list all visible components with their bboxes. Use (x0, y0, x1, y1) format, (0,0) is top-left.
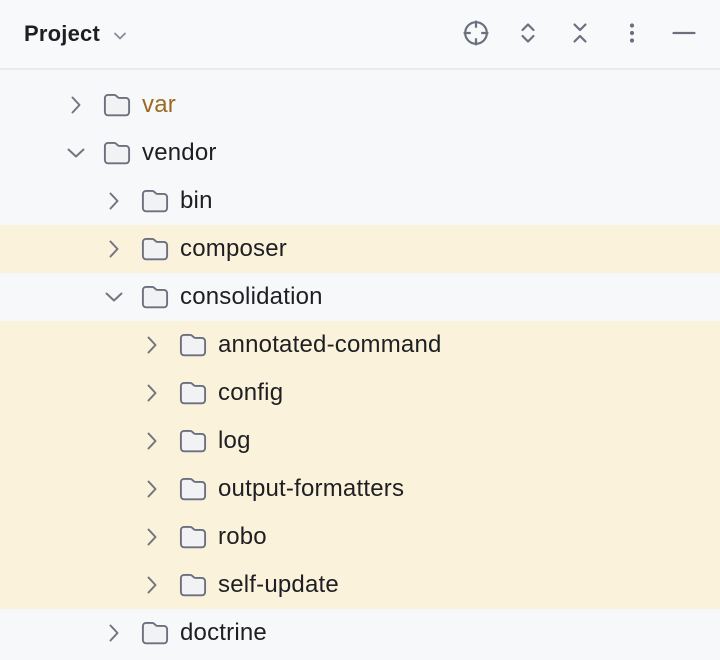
chevron-right-icon[interactable] (138, 427, 166, 455)
tree-row-consolidation[interactable]: consolidation (0, 273, 720, 321)
header-toolbar (456, 14, 720, 54)
tool-window-header: Project (0, 0, 720, 70)
tree-row-doctrine[interactable]: doctrine (0, 609, 720, 657)
chevron-right-icon[interactable] (100, 187, 128, 215)
chevron-down-icon[interactable] (62, 139, 90, 167)
tree-item-label: var (142, 91, 176, 118)
folder-icon (102, 90, 132, 120)
chevron-right-icon[interactable] (138, 331, 166, 359)
folder-icon (178, 426, 208, 456)
tree-item-label: doctrine (180, 619, 267, 646)
kebab-menu-icon (617, 18, 647, 51)
folder-icon (178, 570, 208, 600)
tree-row-output-formatters[interactable]: output-formatters (0, 465, 720, 513)
chevron-right-icon[interactable] (138, 475, 166, 503)
tree-row-composer[interactable]: composer (0, 225, 720, 273)
hide-tool-window-button[interactable] (664, 14, 704, 54)
folder-icon (178, 378, 208, 408)
chevron-down-icon[interactable] (100, 283, 128, 311)
tree-item-label: vendor (142, 139, 217, 166)
folder-icon (102, 138, 132, 168)
chevron-right-icon[interactable] (100, 235, 128, 263)
chevron-right-icon[interactable] (138, 571, 166, 599)
tree-row-config[interactable]: config (0, 369, 720, 417)
locate-file-button[interactable] (456, 14, 496, 54)
expand-all-icon (513, 18, 543, 51)
tree-item-label: output-formatters (218, 475, 405, 502)
chevron-right-icon[interactable] (62, 91, 90, 119)
tree-item-label: bin (180, 187, 213, 214)
expand-all-button[interactable] (508, 14, 548, 54)
tree-row-bin[interactable]: bin (0, 177, 720, 225)
collapse-all-button[interactable] (560, 14, 600, 54)
tree-row-self-update[interactable]: self-update (0, 561, 720, 609)
chevron-down-icon (109, 25, 131, 47)
chevron-right-icon[interactable] (138, 379, 166, 407)
folder-icon (140, 186, 170, 216)
folder-icon (178, 330, 208, 360)
folder-icon (178, 522, 208, 552)
folder-icon (178, 474, 208, 504)
folder-icon (140, 282, 170, 312)
project-file-tree: var vendor bin composer consolidation an… (0, 70, 720, 660)
chevron-right-icon[interactable] (138, 523, 166, 551)
collapse-all-icon (565, 18, 595, 51)
tree-item-label: config (218, 379, 284, 406)
tree-item-label: consolidation (180, 283, 323, 310)
tree-row-vendor[interactable]: vendor (0, 129, 720, 177)
tree-row-log[interactable]: log (0, 417, 720, 465)
tree-item-label: robo (218, 523, 267, 550)
tree-item-label: composer (180, 235, 287, 262)
minimize-icon (669, 18, 699, 51)
tree-row-var[interactable]: var (0, 81, 720, 129)
target-icon (461, 18, 491, 51)
tree-item-label: log (218, 427, 251, 454)
folder-icon (140, 618, 170, 648)
tree-row-robo[interactable]: robo (0, 513, 720, 561)
more-options-button[interactable] (612, 14, 652, 54)
tree-item-label: annotated-command (218, 331, 442, 358)
tree-row-annotated-command[interactable]: annotated-command (0, 321, 720, 369)
project-view-selector[interactable]: Project (0, 21, 131, 47)
tree-item-label: self-update (218, 571, 339, 598)
tool-window-title: Project (24, 21, 100, 46)
chevron-right-icon[interactable] (100, 619, 128, 647)
folder-icon (140, 234, 170, 264)
